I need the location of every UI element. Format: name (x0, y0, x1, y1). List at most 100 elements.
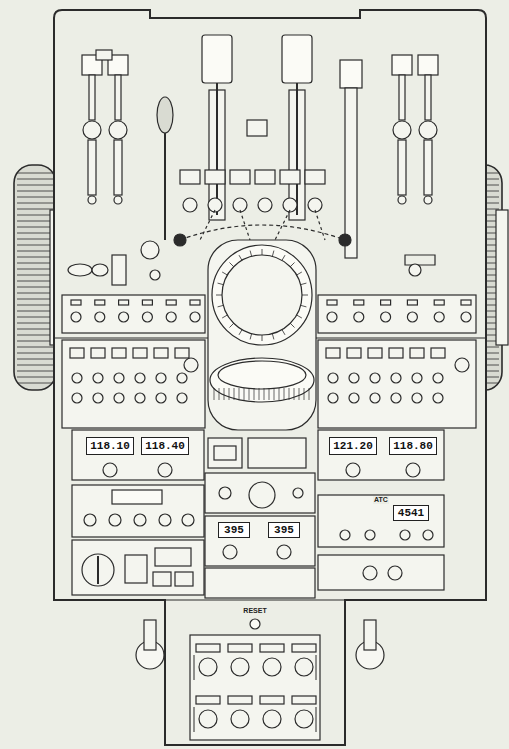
selector (339, 234, 351, 246)
panel-divider (54, 599, 486, 600)
wheel-tread (17, 185, 53, 186)
switch-legend (407, 300, 417, 305)
knurl (309, 388, 310, 400)
hf-knob (182, 514, 194, 526)
wheel-tread (17, 215, 53, 216)
wheel-tread (17, 383, 53, 384)
radar-knob (219, 487, 231, 499)
transmit-key (431, 348, 445, 358)
volume-knob (412, 393, 422, 403)
lever-base (114, 196, 122, 204)
knurl (279, 388, 280, 400)
indicator (150, 270, 160, 280)
wheel-tread (17, 299, 53, 300)
throttle-shaft (296, 83, 298, 215)
bracket (316, 655, 317, 680)
volume-knob (156, 393, 166, 403)
knurl (214, 388, 215, 400)
knob-legend (260, 696, 284, 704)
switch-legend (381, 300, 391, 305)
wheel-tread (17, 203, 53, 204)
wheel-tread (17, 263, 53, 264)
knurl (282, 255, 285, 260)
knurl (301, 305, 307, 307)
knurl (239, 255, 242, 260)
transmit-key (91, 348, 105, 358)
bracket (316, 707, 317, 732)
radar-knob (249, 482, 275, 508)
switch-legend (71, 300, 81, 305)
coil-window (125, 555, 147, 583)
display-window (155, 548, 191, 566)
knurl (304, 388, 305, 400)
knurl (301, 283, 307, 285)
knurl (282, 330, 285, 335)
atc-switch (340, 530, 350, 540)
push-button (214, 446, 236, 460)
atc-switch (400, 530, 410, 540)
volume-knob (93, 373, 103, 383)
rudder-trim-knob (222, 255, 302, 335)
large-selector (82, 554, 114, 586)
knurl (249, 388, 250, 400)
knurl (272, 334, 274, 340)
wheel-bracket (496, 210, 508, 345)
bracket (194, 655, 195, 680)
knurl (302, 295, 308, 296)
volume-knob (72, 393, 82, 403)
tuning-knob (103, 463, 117, 477)
knurl (274, 388, 275, 400)
transmit-key (410, 348, 424, 358)
volume-knob (177, 393, 187, 403)
trim-wheel-knurled (210, 358, 314, 402)
volume-knob (135, 393, 145, 403)
throttle-handle (282, 35, 312, 83)
adf-panel (205, 516, 315, 566)
switch (92, 264, 108, 276)
lighting-panel (318, 555, 444, 590)
start-switch (283, 198, 297, 212)
volume-knob (328, 393, 338, 403)
start-button (280, 170, 300, 184)
wheel-tread (17, 245, 53, 246)
switch-legend (142, 300, 152, 305)
toggle-switch (461, 312, 471, 322)
display-reading: 395 (274, 525, 294, 536)
knurl (269, 388, 270, 400)
toggle-switch (327, 312, 337, 322)
switch-legend (327, 300, 337, 305)
lever-shaft (89, 75, 95, 120)
knurl (290, 323, 294, 327)
wheel-tread (17, 269, 53, 270)
volume-knob (72, 373, 82, 383)
selector-pointer (97, 556, 99, 584)
push-button-panel (208, 438, 242, 468)
volume-knob (370, 393, 380, 403)
wheel-tread (17, 239, 53, 240)
toggle-switch (190, 312, 200, 322)
display-reading: 118.80 (393, 441, 433, 452)
frequency-display: 121.20 (329, 437, 377, 455)
knurl (219, 388, 220, 400)
knurl (229, 262, 233, 266)
caster-fork (364, 620, 376, 650)
knurl (297, 272, 302, 275)
knurl (299, 388, 300, 400)
knurl (239, 388, 240, 400)
lever-pivot (419, 121, 437, 139)
volume-knob (177, 373, 187, 383)
control-knob (295, 710, 313, 728)
knurl (262, 335, 263, 341)
center-column (208, 240, 316, 430)
hf-knob (134, 514, 146, 526)
knurl (239, 330, 242, 335)
speedbrake-slot (164, 133, 166, 240)
trim-control-panel (190, 635, 320, 740)
knurl (284, 388, 285, 400)
toggle-switch (142, 312, 152, 322)
wheel-tread (17, 341, 53, 342)
lever-slot (114, 140, 122, 195)
volume-knob (433, 393, 443, 403)
volume-knob (370, 373, 380, 383)
